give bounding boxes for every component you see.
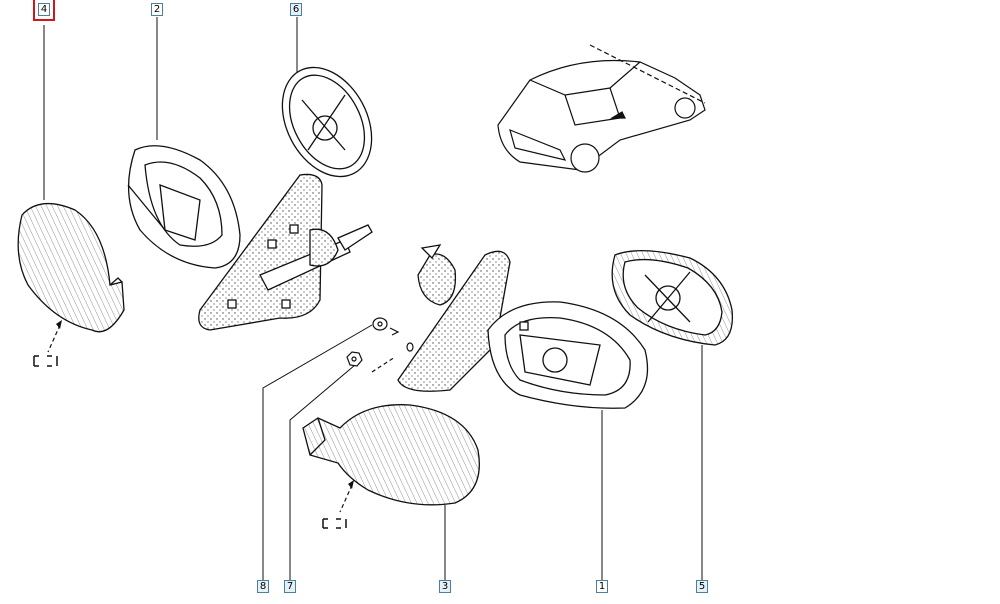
part-7-nut [346, 342, 414, 367]
callout-4[interactable]: 4 [33, 0, 55, 21]
callout-3[interactable]: 3 [439, 580, 451, 593]
part-1-right-housing [397, 244, 649, 409]
callout-2[interactable]: 2 [151, 3, 163, 16]
clip-dash-lines [47, 324, 396, 513]
part-3-right-cover [302, 404, 480, 506]
callout-8[interactable]: 8 [257, 580, 269, 593]
part-8-clip [372, 317, 400, 336]
clip-arrow-right [348, 480, 354, 489]
clip-arrow-left [56, 320, 62, 329]
callout-6[interactable]: 6 [290, 3, 302, 16]
callout-7[interactable]: 7 [284, 580, 296, 593]
callout-5[interactable]: 5 [696, 580, 708, 593]
part-6-left-glass [281, 66, 373, 178]
callout-1[interactable]: 1 [596, 580, 608, 593]
leader-lines [43, 17, 703, 580]
car-illustration [497, 44, 706, 173]
part-2-left-housing [127, 145, 373, 331]
part-4-left-cover [17, 203, 125, 333]
part-5-right-glass [611, 250, 734, 346]
clip-brackets [33, 355, 347, 529]
